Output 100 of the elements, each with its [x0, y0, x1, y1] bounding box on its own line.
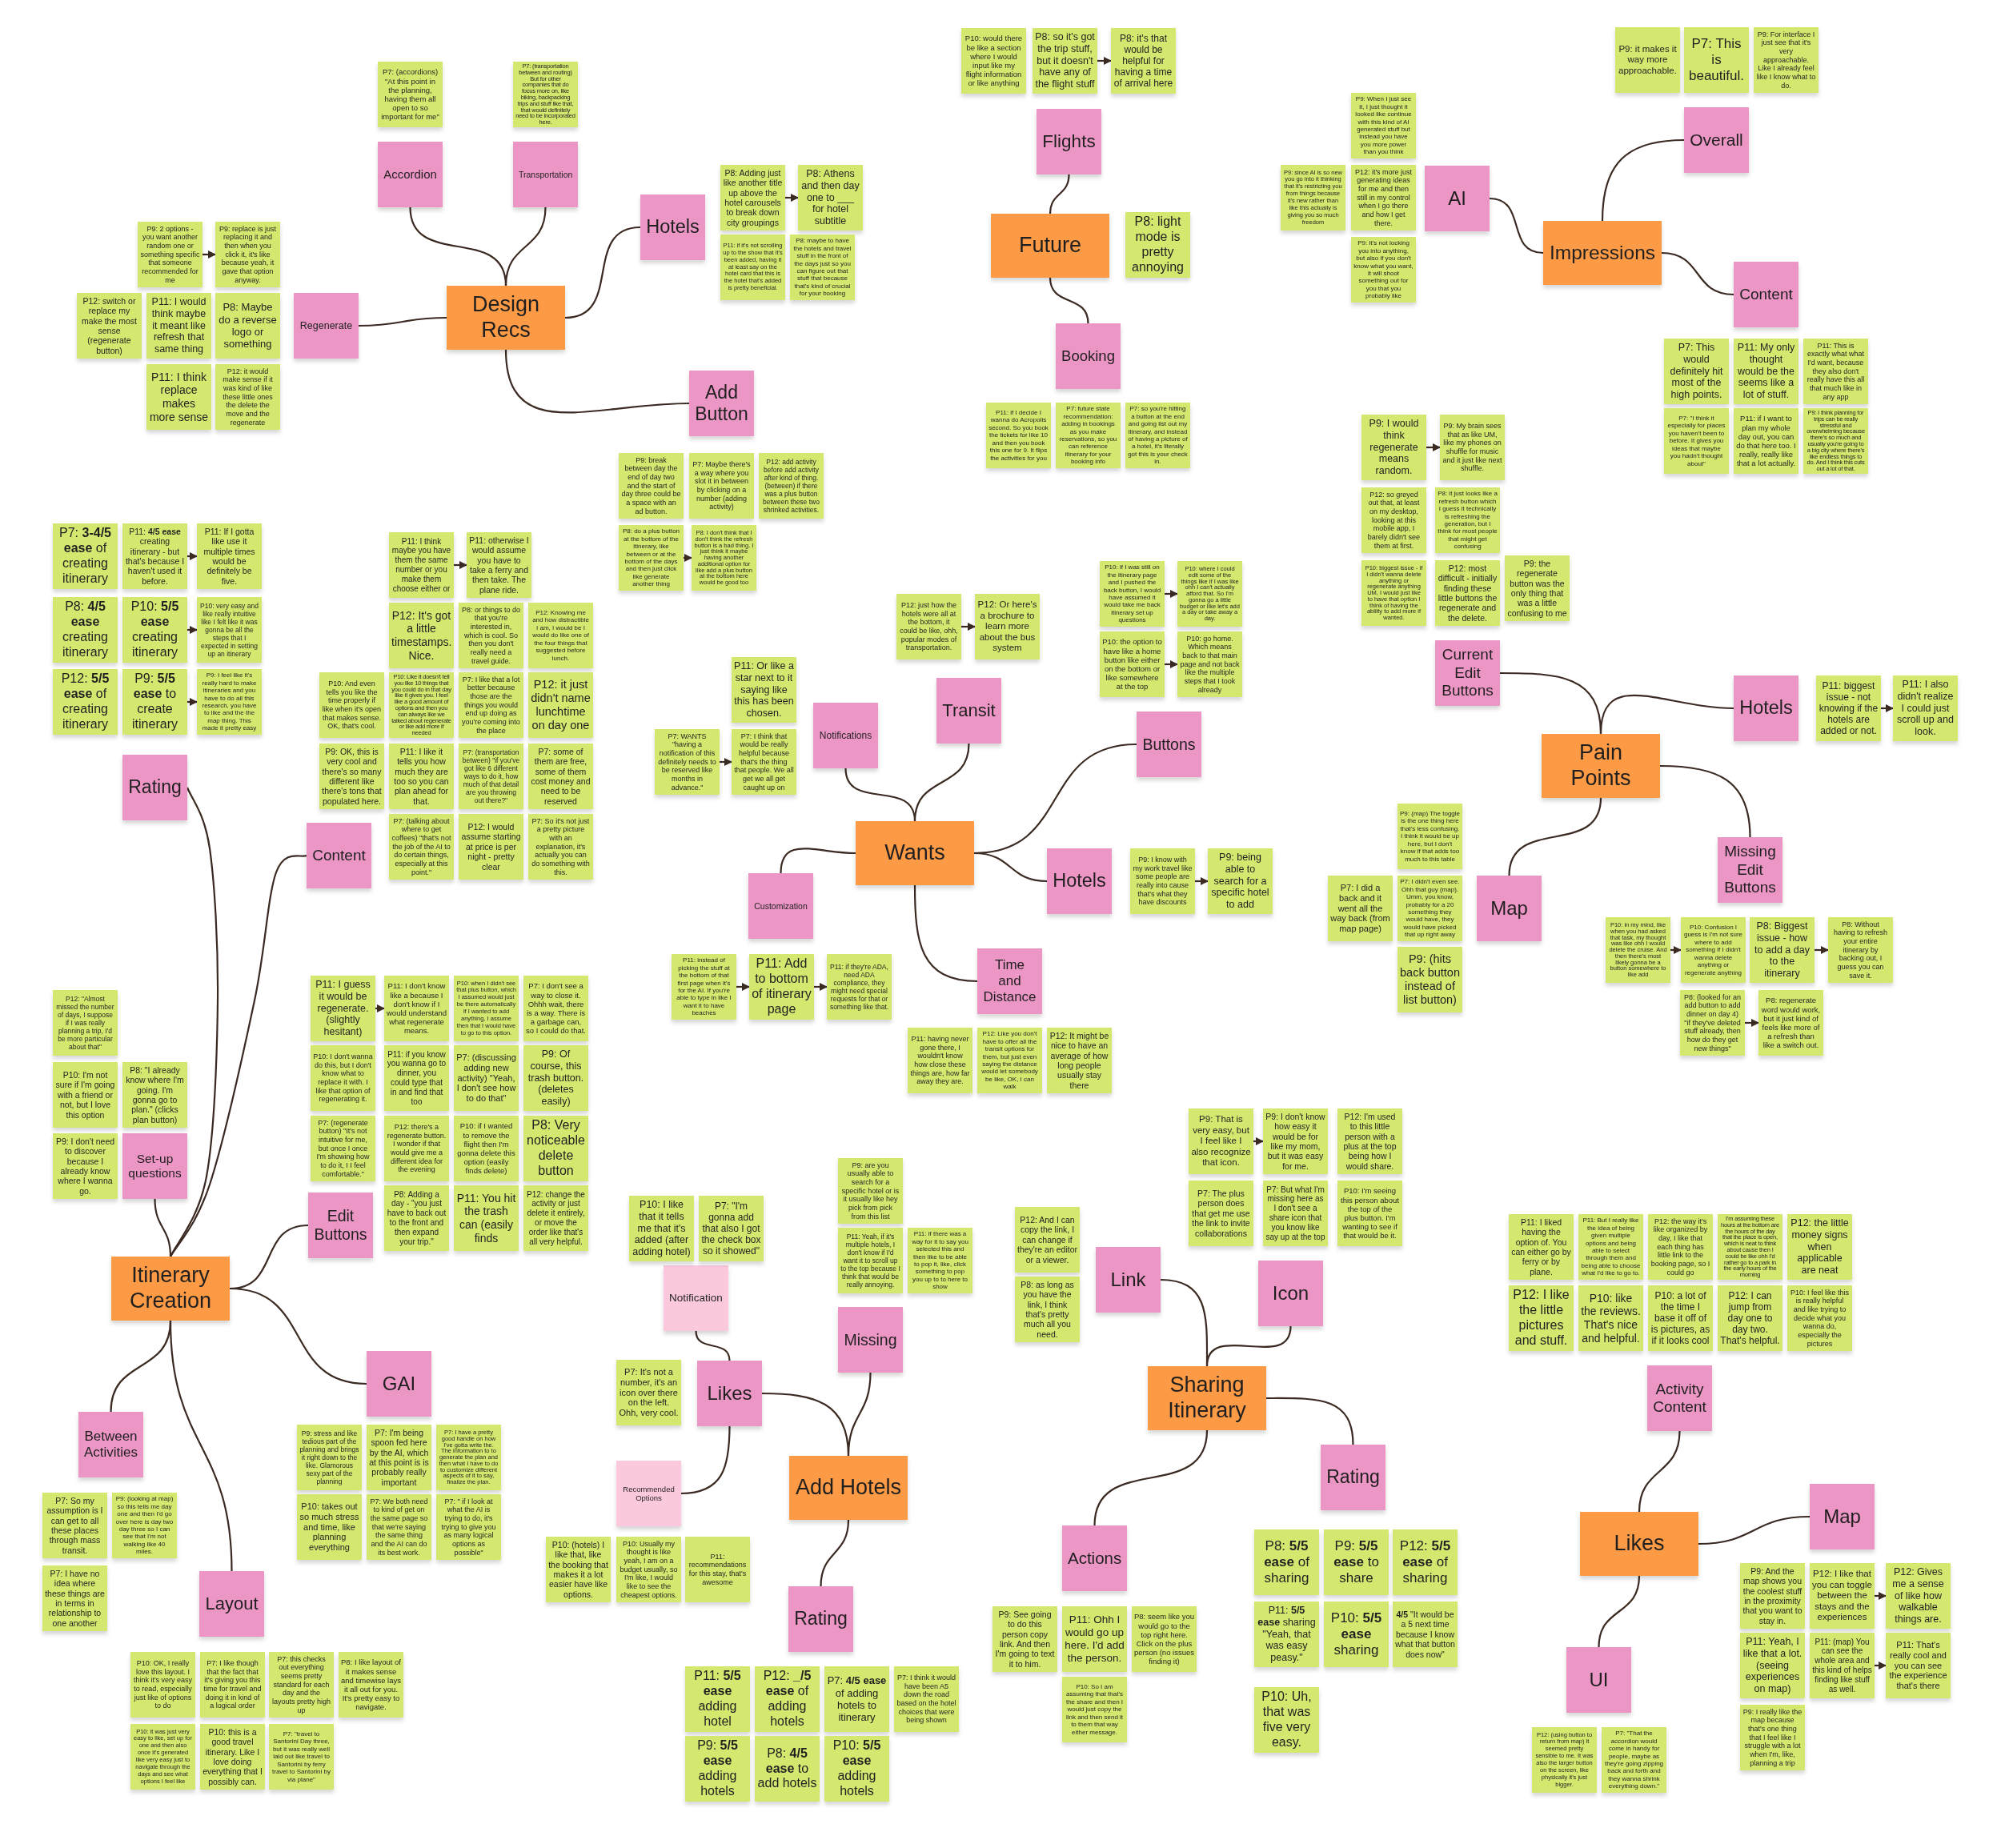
sticky-note: [339, 1652, 403, 1718]
sticky-note: [1810, 1563, 1875, 1629]
category-label: Layout: [205, 1593, 259, 1614]
note-text: P7: future state recommendation: adding in bookings as you make reservations, so you can reference itinerary for your booking info: [1058, 405, 1118, 466]
sticky-note: [961, 28, 1026, 94]
sticky-note: [1062, 1677, 1127, 1742]
category-sticky: [294, 293, 359, 359]
note-text: P11: (map) You can see the whole area and this kind of helps finding like stuff as well.: [1812, 1637, 1872, 1694]
note-text: P9: It's not locking you into anything, but also if you don't know what you want, it will shoot something out for you that you probably like: [1353, 239, 1414, 300]
note-text: P12: there's a regenerate button. I wonder if that would give me a different idea for the evening: [387, 1123, 447, 1174]
note-text: P12: it just didn't name lunchtime on day one: [531, 677, 591, 733]
arrow: [454, 561, 467, 569]
note-text: P9: For interface I just see that it's very approachable. Like I already feel like I know what to do.: [1756, 30, 1816, 90]
sticky-note: [616, 1360, 681, 1425]
connector-line: [1698, 1515, 1811, 1545]
note-text: P9: My brain sees that as like UM, like my phones on shuffle for music and it just like next shuffle.: [1442, 422, 1502, 473]
note-text: P7: So it's not just a pretty picture with an explanation, it's actually you can do something with this.: [531, 816, 591, 877]
sticky-note: [1578, 1285, 1643, 1351]
arrow: [814, 983, 828, 991]
note-text: P10: would there be like a section where I would input like my flight information or like anything: [964, 34, 1024, 88]
arrow: [1195, 877, 1209, 885]
sticky-note: [311, 1045, 375, 1111]
topic-label: Itinerary Creation: [128, 1263, 213, 1314]
note-text: P9: 5/5 ease to create itinerary: [131, 671, 178, 732]
arrow: [1875, 1662, 1887, 1670]
note-text: P12: so greyed out that, at least on my desktop, looking at this mobile app, I barely didn't see them at first.: [1366, 490, 1422, 551]
note-text: P8: Athens and then day one to ___ for hotel subtitle: [800, 168, 860, 227]
note-text: P8: light mode is pretty annoying: [1131, 214, 1185, 275]
note-text: P11: Add to bottom of itinerary page: [752, 956, 812, 1017]
note-text: P10: 5/5 ease creating itinerary: [130, 599, 180, 660]
note-text: P11: But I really like the idea of being given multiple options and being able to select through them and being able to choose what I'd like to go to.: [1581, 1217, 1641, 1277]
category-sticky: [1137, 712, 1201, 777]
note-text: P11: I think maybe you have them the same number or you make them choose either or: [391, 536, 451, 594]
sticky-note: [824, 1736, 889, 1802]
sticky-note: [824, 1666, 889, 1732]
connector-line: [1489, 197, 1544, 255]
topic-label: Wants: [884, 840, 946, 866]
topic-sticky: [856, 821, 974, 885]
arrow: [1875, 1592, 1887, 1600]
sticky-note: [986, 403, 1051, 468]
note-text: P10: the option to have like a home button like either on the bottom or like somewhere at the top: [1102, 637, 1162, 691]
category-sticky: [378, 142, 443, 207]
note-text: P12: 5/5 ease of creating itinerary: [60, 671, 110, 732]
sticky-note: [1734, 408, 1798, 474]
sticky-note: [1324, 1601, 1389, 1667]
category-label: Activity Content: [1653, 1380, 1706, 1417]
note-text: P8: seem like you would go to the top right here. Click on the plus person (no issues finding it): [1134, 1612, 1194, 1666]
note-text: P10: go home. Which means back to that main page and not back like the multiple steps that I took already: [1180, 634, 1240, 695]
category-sticky: [813, 703, 878, 768]
category-label: Flights: [1042, 130, 1096, 153]
sticky-note: [297, 1494, 362, 1560]
category-label: UI: [1588, 1668, 1610, 1692]
note-text: P10: I feel like this is really helpful and like trying to decide what you wanna do, especially the pictures: [1790, 1288, 1850, 1349]
topic-sticky: [1543, 221, 1662, 285]
note-text: P11: My only thought would be the seems like a lot of stuff.: [1736, 342, 1796, 401]
note-text: P11: if you know you wanna go to dinner, you could type that in and find that too: [387, 1049, 447, 1107]
arrow: [187, 698, 198, 706]
connector-line: [169, 1320, 233, 1572]
category-sticky: [367, 1351, 431, 1417]
category-sticky: [513, 142, 578, 207]
note-text: P11: Yeah, if it's multiple hotels, I don't know if I'd want it to scroll up to the top because I think that would be really annoying.: [840, 1232, 900, 1289]
category-label: Link: [1109, 1268, 1147, 1292]
sticky-note: [1615, 27, 1680, 93]
topic-sticky: [1580, 1512, 1698, 1576]
note-text: P11: 4/5 ease creating itinerary - but that's because I haven't used it before.: [125, 526, 185, 587]
sticky-note: [215, 364, 280, 430]
sticky-note: [975, 594, 1040, 659]
sticky-note: [384, 976, 449, 1041]
connector-line: [154, 1198, 172, 1257]
note-text: P8: so it's got the trip stuff, but it doesn't have any of the flight stuff: [1035, 31, 1095, 90]
connector-line: [695, 1330, 731, 1361]
sticky-note: [685, 1666, 750, 1732]
note-text: P12: add activity before add activity after kind of thing. (between) if there was a plus button between these two shrinked activities.: [762, 457, 820, 515]
note-text: P12: "Almost missed the number of days, I suppose if I was really planning a trip, I'd be more particular about that": [55, 994, 115, 1052]
sticky-note: [197, 523, 262, 589]
sticky-note: [1664, 408, 1729, 474]
sticky-note: [685, 1537, 750, 1602]
note-text: P7: " if I look at what the AI is trying to do, it's trying to give you as many logical options as possible": [440, 1497, 497, 1557]
category-label: Hotels: [1739, 697, 1793, 720]
note-text: P7: I did a back and it went all the way back (from map page): [1330, 882, 1390, 935]
note-text: P7: (regenerate button) "It's not intuitive for me, but once I once I'm showing how to do it, I I feel comfortable.": [315, 1118, 371, 1179]
note-text: P9: And the map shows you the coolest stuff in the proximity that you want to stay in.: [1742, 1565, 1803, 1626]
category-sticky: [307, 823, 371, 888]
sticky-note: [720, 235, 785, 300]
category-sticky: [1425, 166, 1490, 231]
note-text: P8: "I already know where I'm going. I'm gonna go to plan." (clicks plan button): [125, 1064, 185, 1125]
category-label: Map: [1490, 896, 1529, 920]
sticky-note: [1062, 1606, 1127, 1672]
note-text: P12: it's more just generating ideas for me and then still in my control when I go there and how I get there.: [1353, 167, 1414, 228]
sticky-note: [459, 814, 523, 880]
category-label: Current Edit Buttons: [1441, 646, 1494, 700]
note-text: P8: I like layout of it makes sense and timewise lays it all out for you. It's pretty easy to navigate.: [341, 1658, 401, 1712]
note-text: P9: I know with my work travel like some people are really into cause that's what they have discounts: [1133, 856, 1193, 907]
category-label: Regenerate: [299, 319, 353, 332]
arrow: [684, 554, 692, 562]
note-text: P11: recommendations for this stay, that's awesome: [688, 1552, 748, 1587]
topic-label: Design Recs: [471, 292, 540, 343]
category-label: Notifications: [819, 729, 872, 742]
note-text: P7: 3-4/5 ease of creating itinerary: [58, 526, 112, 587]
category-label: Set-up questions: [128, 1151, 182, 1181]
